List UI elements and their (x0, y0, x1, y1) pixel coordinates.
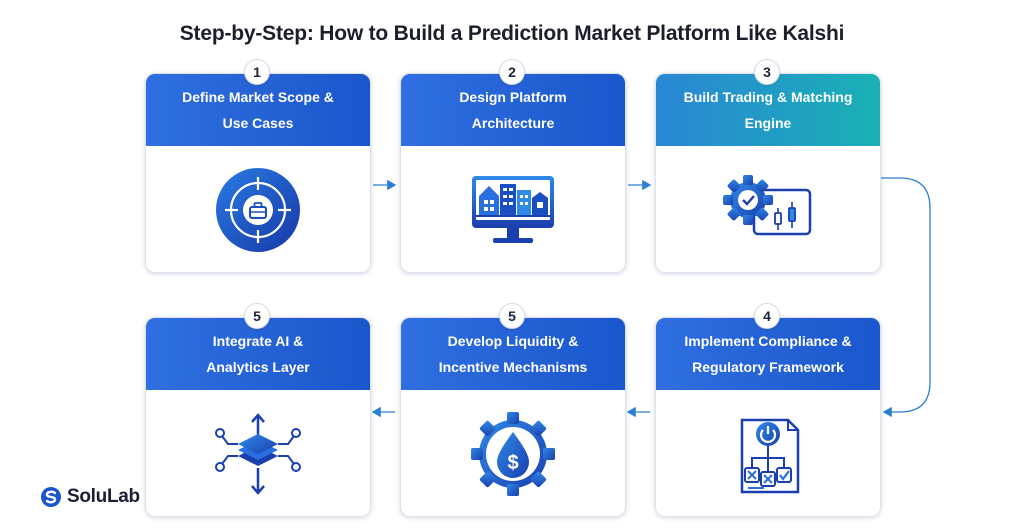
step-title-line2: Incentive Mechanisms (438, 359, 588, 375)
step-title-line1: Build Trading & Matching (683, 89, 853, 105)
compliance-document-icon (740, 418, 800, 494)
solulab-logo: SoluLab (40, 486, 140, 508)
step-header-4: Implement Compliance & Regulatory Framew… (656, 318, 880, 390)
svg-text:$: $ (507, 452, 518, 474)
step-header-6: Integrate AI & Analytics Layer (146, 318, 370, 390)
step-card-6: Integrate AI & Analytics Layer (145, 304, 371, 517)
step-title-line2: Analytics Layer (206, 359, 310, 375)
step-title-line1: Design Platform (459, 89, 567, 105)
step-header-5: Develop Liquidity & Incentive Mechanisms (401, 318, 625, 390)
step-number-badge: 1 (245, 60, 269, 84)
step-title-line2: Regulatory Framework (692, 359, 844, 375)
arrow-3-to-4 (881, 177, 931, 418)
layers-network-icon (215, 413, 301, 495)
step-header-3: Build Trading & Matching Engine (656, 74, 880, 146)
solulab-logo-icon (41, 487, 61, 507)
step-number-badge: 2 (500, 60, 524, 84)
step-title-line1: Develop Liquidity & (447, 333, 579, 349)
step-title-line2: Use Cases (222, 115, 294, 131)
step-number-badge: 4 (755, 304, 779, 328)
step-card-1: Define Market Scope & Use Cases 1 (145, 60, 371, 273)
monitor-buildings-icon (472, 176, 554, 243)
step-number-badge: 5 (245, 304, 269, 328)
step-title-line2: Engine (744, 115, 792, 131)
step-card-3: Build Trading & Matching Engine (655, 60, 881, 273)
step-number-badge: 5 (500, 304, 524, 328)
step-card-5: Develop Liquidity & Incentive Mechanisms (400, 304, 626, 517)
step-title-line1: Implement Compliance & (684, 333, 852, 349)
step-header-1: Define Market Scope & Use Cases (146, 74, 370, 146)
gear-candlestick-icon (723, 175, 812, 236)
logo-text: SoluLab (67, 486, 140, 507)
page-title: Step-by-Step: How to Build a Prediction … (179, 22, 845, 45)
gear-droplet-dollar-icon: $ (471, 412, 555, 496)
step-title-line1: Define Market Scope & (182, 89, 334, 105)
step-header-2: Design Platform Architecture (401, 74, 625, 146)
step-title-line2: Architecture (471, 115, 555, 131)
step-card-4: Implement Compliance & Regulatory Framew… (655, 304, 881, 517)
target-briefcase-icon (216, 168, 300, 252)
step-card-2: Design Platform Architecture (400, 60, 626, 273)
step-title-line1: Integrate AI & (212, 333, 304, 349)
step-number-badge: 3 (755, 60, 779, 84)
